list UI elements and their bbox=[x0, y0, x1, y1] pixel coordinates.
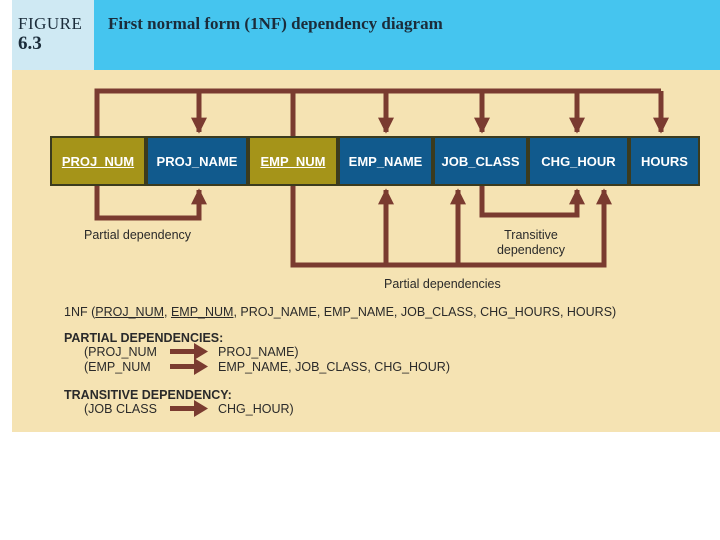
partial-dependencies-heading: PARTIAL DEPENDENCIES: bbox=[64, 331, 224, 345]
attribute-label: EMP_NUM bbox=[260, 153, 326, 169]
partial-row-2-lhs: (EMP_NUM bbox=[84, 360, 151, 374]
first-normal-form-notation: 1NF (PROJ_NUM, EMP_NUM, PROJ_NAME, EMP_N… bbox=[64, 305, 616, 319]
partial-row-1-lhs: (PROJ_NUM bbox=[84, 345, 157, 359]
nf-separator: , bbox=[164, 305, 171, 319]
attribute-proj-name: PROJ_NAME bbox=[146, 136, 248, 186]
attribute-proj-num: PROJ_NUM bbox=[50, 136, 146, 186]
notation-arrow-1 bbox=[170, 343, 208, 360]
nf-key-emp-num: EMP_NUM bbox=[170, 305, 234, 319]
transitive-row-1-lhs: (JOB CLASS bbox=[84, 402, 157, 416]
attribute-emp-num: EMP_NUM bbox=[248, 136, 338, 186]
partial-row-1-rhs: PROJ_NAME) bbox=[218, 345, 299, 359]
figure-header: FIGURE 6.3 First normal form (1NF) depen… bbox=[12, 0, 720, 70]
attribute-job-class: JOB_CLASS bbox=[433, 136, 528, 186]
transitive-label-line1: Transitive bbox=[504, 228, 558, 242]
full-dependency-line bbox=[94, 88, 661, 136]
transitive-label-line2: dependency bbox=[496, 243, 566, 257]
partial-dependencies-line bbox=[290, 186, 613, 268]
nf-rest: , PROJ_NAME, EMP_NAME, JOB_CLASS, CHG_HO… bbox=[233, 305, 617, 319]
nf-prefix: 1NF ( bbox=[64, 305, 96, 319]
attribute-label: PROJ_NUM bbox=[61, 153, 135, 169]
attribute-emp-name: EMP_NAME bbox=[338, 136, 433, 186]
partial-dependencies-label: Partial dependencies bbox=[384, 277, 501, 291]
attribute-label: HOURS bbox=[641, 153, 688, 169]
transitive-dependency-arrow bbox=[479, 186, 586, 218]
notation-arrow-3 bbox=[170, 400, 208, 417]
attribute-label: JOB_CLASS bbox=[441, 153, 520, 169]
transitive-dependency-label: Transitive dependency bbox=[486, 228, 576, 258]
nf-key-proj-num: PROJ_NUM bbox=[95, 305, 165, 319]
partial-dependency-label: Partial dependency bbox=[84, 228, 192, 242]
figure-label: FIGURE bbox=[18, 14, 83, 33]
transitive-dependency-heading: TRANSITIVE DEPENDENCY: bbox=[64, 388, 232, 402]
partial-dependency-arrow bbox=[94, 186, 208, 221]
notation-arrow-2 bbox=[170, 358, 208, 375]
figure-label-box: FIGURE 6.3 bbox=[12, 0, 94, 70]
attribute-label: CHG_HOUR bbox=[541, 153, 616, 169]
attribute-hours: HOURS bbox=[629, 136, 700, 186]
figure-number: 6.3 bbox=[18, 33, 42, 54]
transitive-row-1-rhs: CHG_HOUR) bbox=[218, 402, 294, 416]
attribute-label: PROJ_NAME bbox=[156, 153, 238, 169]
figure-title: First normal form (1NF) dependency diagr… bbox=[108, 14, 443, 33]
partial-row-2-rhs: EMP_NAME, JOB_CLASS, CHG_HOUR) bbox=[218, 360, 450, 374]
attribute-label: EMP_NAME bbox=[348, 153, 423, 169]
attribute-chg-hour: CHG_HOUR bbox=[528, 136, 629, 186]
